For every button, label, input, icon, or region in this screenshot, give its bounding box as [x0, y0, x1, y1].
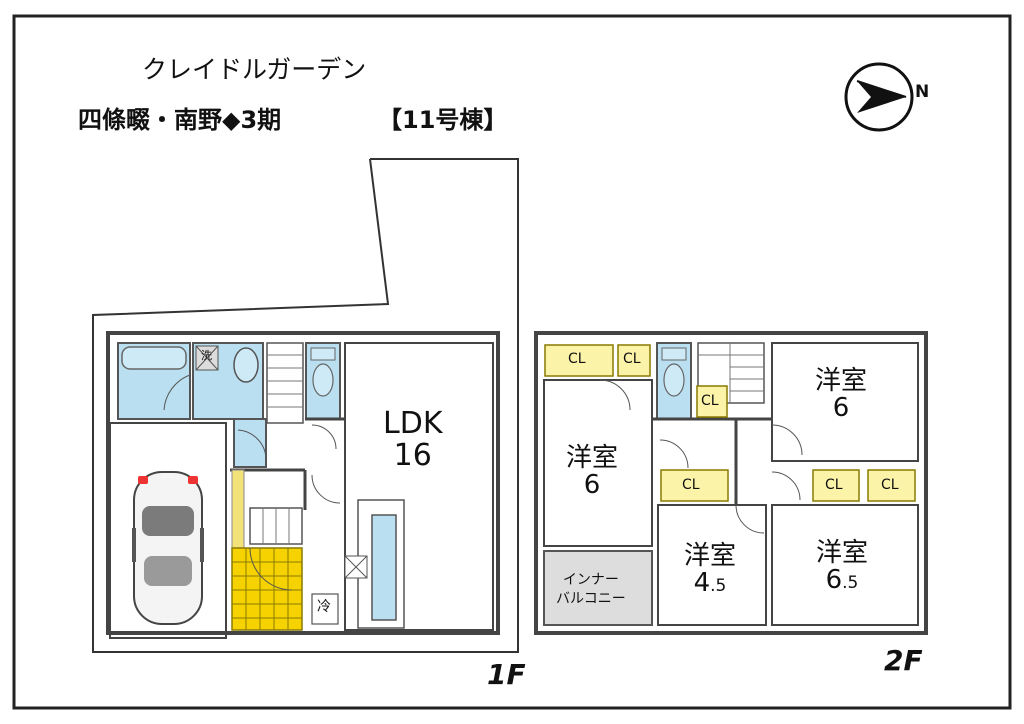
project-subtitle: 四條畷・南野◆3期 — [78, 106, 282, 134]
closet-label-5: CL — [825, 477, 843, 493]
room-left-size: 6 — [583, 470, 601, 501]
car-icon — [132, 471, 204, 625]
western-room-4-5 — [657, 504, 767, 626]
1f-outer-wall — [106, 331, 500, 635]
room-large-name: 洋室 — [816, 538, 869, 568]
room-left-name: 洋室 — [566, 443, 619, 473]
floor-label-1f: 1F — [487, 658, 526, 691]
first-floor — [106, 331, 500, 639]
second-floor — [534, 331, 928, 635]
fridge-label: 冷 — [317, 599, 331, 615]
room-left-label: 洋室 6 — [566, 443, 619, 501]
room-right-label: 洋室 6 — [815, 366, 868, 424]
sheet-border — [12, 14, 1012, 710]
north-arrow-icon — [844, 62, 914, 132]
closet-label-1: CL — [568, 351, 586, 367]
room-large-size: 6.5 — [816, 567, 868, 594]
room-large-size-int: 6 — [825, 565, 843, 596]
inner-balcony — [543, 550, 653, 626]
closet-6 — [867, 469, 916, 502]
western-room-6-right — [771, 342, 919, 462]
inner-balcony-label: インナー バルコニー — [556, 571, 626, 609]
room-right-name: 洋室 — [815, 366, 868, 396]
washroom-label: 洗 — [201, 349, 212, 362]
ldk-label: LDK 16 — [383, 408, 443, 471]
western-room-6-left — [543, 379, 653, 547]
floor-label-2f: 2F — [884, 644, 923, 677]
closet-label-6: CL — [881, 477, 899, 493]
room-small-label: 洋室 4.5 — [684, 541, 737, 598]
ldk-name: LDK — [383, 406, 443, 441]
closet-label-4: CL — [682, 477, 700, 493]
western-room-6-5 — [771, 504, 919, 626]
ldk-size: 16 — [393, 437, 432, 473]
north-label: N — [915, 82, 930, 102]
room-small-size: 4.5 — [684, 570, 736, 597]
room-large-size-frac: .5 — [842, 573, 859, 594]
closet-label-2: CL — [623, 351, 641, 367]
closet-4 — [660, 469, 729, 502]
closet-1 — [544, 344, 614, 377]
room-small-name: 洋室 — [684, 541, 737, 571]
inner-balcony-line2: バルコニー — [556, 590, 626, 607]
closets — [544, 344, 916, 502]
storage-strip — [231, 469, 245, 549]
building-number: 【11号棟】 — [378, 106, 508, 134]
inner-balcony-line1: インナー — [562, 572, 619, 588]
room-small-size-int: 4 — [693, 568, 711, 599]
room-large-label: 洋室 6.5 — [816, 538, 869, 595]
closet-5 — [812, 469, 860, 502]
2f-outer-wall — [534, 331, 928, 635]
closet-label-3: CL — [701, 393, 719, 409]
fridge — [311, 593, 339, 625]
room-small-size-frac: .5 — [710, 576, 727, 597]
closet-2 — [617, 344, 651, 377]
closet-3 — [696, 385, 728, 418]
room-right-size: 6 — [832, 393, 850, 424]
site-outline — [92, 158, 519, 653]
project-name: クレイドルガーデン — [142, 55, 367, 84]
stairs-1f-upper — [266, 342, 304, 424]
